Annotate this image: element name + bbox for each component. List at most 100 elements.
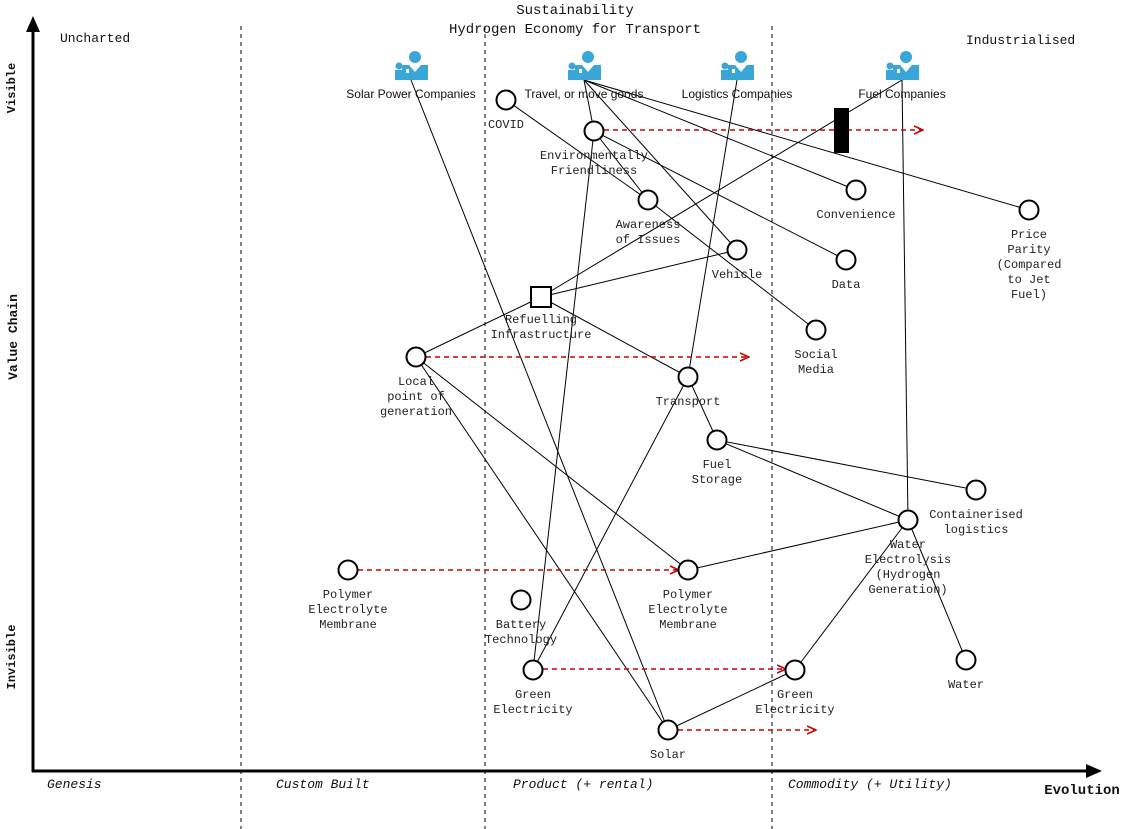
component-label: Vehicle (712, 268, 762, 282)
component-marker (965, 479, 987, 501)
component-label: Polymer (323, 588, 373, 602)
stage-commodity: Commodity (+ Utility) (788, 777, 952, 792)
stage-custom-built: Custom Built (276, 777, 370, 792)
component-label: COVID (488, 118, 524, 132)
component-label: point of (387, 390, 445, 404)
user-icon (721, 51, 754, 80)
x-axis-label: Evolution (1044, 783, 1120, 799)
link-electrolysis-greenelec2 (794, 519, 909, 671)
component-square-marker (530, 286, 552, 308)
component-water[interactable]: Water (948, 649, 984, 693)
link-refuelling-local (415, 296, 542, 358)
stage-product: Product (+ rental) (513, 777, 653, 792)
component-solar[interactable]: Solar (650, 719, 686, 763)
component-label: Containerised (929, 508, 1023, 522)
component-label: Convenience (816, 208, 895, 222)
link-refuelling-vehicle (540, 249, 738, 298)
component-label: Refuelling (505, 313, 577, 327)
zone-uncharted: Uncharted (60, 31, 130, 46)
component-label: Water (948, 678, 984, 692)
component-covid[interactable]: COVID (488, 89, 524, 133)
component-label: Friendliness (551, 164, 637, 178)
link-envfriendly-greenelec1 (532, 130, 595, 671)
x-axis-arrow (1086, 764, 1102, 778)
link-local-pem2 (415, 356, 689, 571)
component-label: Electrolyte (648, 603, 727, 617)
link-refuelling-transport (540, 296, 689, 378)
component-vehicle[interactable]: Vehicle (712, 239, 762, 283)
link-electrolysis-pem2 (687, 519, 909, 571)
user-label: Solar Power Companies (346, 87, 475, 101)
component-transport[interactable]: Transport (656, 366, 721, 410)
component-label: Generation) (868, 583, 947, 597)
component-marker (337, 559, 359, 581)
component-label: Green (515, 688, 551, 702)
component-convenience[interactable]: Convenience (816, 179, 896, 223)
link-fuelstorage-containerised (716, 439, 977, 491)
component-marker (495, 89, 517, 111)
y-axis-arrow (26, 16, 40, 32)
map-title-line2: Hydrogen Economy for Transport (449, 22, 701, 38)
component-label: to Jet (1007, 273, 1050, 287)
evolution-arrows (358, 130, 922, 730)
component-marker (405, 346, 427, 368)
component-marker (510, 589, 532, 611)
component-label: Price (1011, 228, 1047, 242)
link-u_travel-priceparity (583, 79, 1030, 211)
components: COVID EnvironmentallyFriendlinessAwarenes… (308, 89, 1062, 763)
zone-industrialised: Industrialised (966, 33, 1075, 48)
y-axis-label: Value Chain (6, 294, 21, 380)
user-travel[interactable]: Travel, or move goods (525, 51, 644, 101)
component-marker (706, 429, 728, 451)
user-logistics[interactable]: Logistics Companies (682, 51, 793, 101)
component-label: Fuel) (1011, 288, 1047, 302)
component-label: Electrolyte (308, 603, 387, 617)
component-marker (677, 559, 699, 581)
inertia-markers (834, 108, 849, 153)
component-label: Transport (656, 395, 721, 409)
link-electrolysis-water (907, 519, 967, 661)
component-marker (637, 189, 659, 211)
user-label: Fuel Companies (858, 87, 945, 101)
y-axis-bottom-label: Invisible (5, 625, 19, 690)
component-label: Electricity (493, 703, 572, 717)
component-label: Membrane (659, 618, 717, 632)
user-fuel[interactable]: Fuel Companies (858, 51, 946, 101)
component-marker (845, 179, 867, 201)
component-label: Media (798, 363, 834, 377)
component-label: Water (890, 538, 926, 552)
user-icon (886, 51, 919, 80)
component-marker (522, 659, 544, 681)
link-greenelec2-solar (667, 669, 796, 731)
user-solar[interactable]: Solar Power Companies (346, 51, 476, 101)
component-marker (805, 319, 827, 341)
component-label: Parity (1007, 243, 1050, 257)
component-label: generation (380, 405, 452, 419)
component-marker (583, 120, 605, 142)
dependency-links (410, 79, 1030, 731)
component-data[interactable]: Data (832, 249, 861, 293)
component-label: Awareness (616, 218, 681, 232)
component-marker (1018, 199, 1040, 221)
component-marker (657, 719, 679, 741)
inertia-block (834, 108, 849, 153)
component-label: of Issues (616, 233, 681, 247)
link-transport-fuelstorage (687, 376, 718, 441)
user-label: Logistics Companies (682, 87, 793, 101)
user-icon (395, 51, 428, 80)
